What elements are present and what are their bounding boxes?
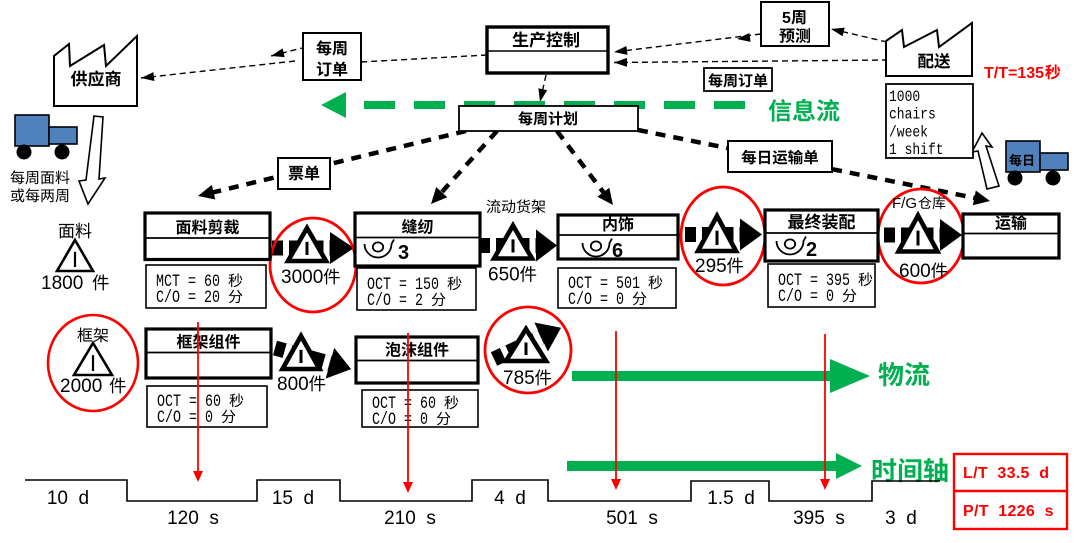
svg-text:OCT = 501: OCT = 501 <box>568 273 640 293</box>
svg-text:P/T 1226 s: P/T 1226 s <box>963 503 1054 520</box>
svg-text:3: 3 <box>398 242 409 264</box>
svg-text:/week: /week <box>889 124 928 142</box>
svg-text:1 shift: 1 shift <box>889 142 944 160</box>
svg-text:C/O = 0: C/O = 0 <box>568 289 624 309</box>
svg-text:210 s: 210 s <box>384 508 436 529</box>
svg-text:10 d: 10 d <box>47 488 89 509</box>
svg-text:800: 800 <box>277 374 309 395</box>
svg-text:chairs: chairs <box>889 107 936 125</box>
svg-text:6: 6 <box>612 240 623 262</box>
svg-text:F/G: F/G <box>892 195 917 212</box>
svg-text:2: 2 <box>806 239 817 261</box>
svg-text:501 s: 501 s <box>606 508 658 529</box>
svg-text:C/O = 0: C/O = 0 <box>157 407 213 427</box>
svg-text:3 d: 3 d <box>885 508 917 529</box>
svg-text:295: 295 <box>695 256 727 277</box>
svg-text:1000: 1000 <box>889 89 920 107</box>
svg-text:C/O = 20: C/O = 20 <box>156 287 220 307</box>
svg-text:785: 785 <box>503 368 535 389</box>
svg-text:OCT = 60: OCT = 60 <box>157 391 221 411</box>
svg-text:15 d: 15 d <box>272 488 314 509</box>
svg-text:MCT = 60: MCT = 60 <box>156 271 220 291</box>
svg-text:4 d: 4 d <box>494 488 526 509</box>
svg-text:120 s: 120 s <box>167 508 219 529</box>
svg-text:L/T 33.5 d: L/T 33.5 d <box>963 465 1049 482</box>
svg-text:650: 650 <box>488 265 520 286</box>
svg-text:C/O = 0: C/O = 0 <box>778 286 834 306</box>
svg-text:3000: 3000 <box>281 267 323 288</box>
svg-text:OCT = 60: OCT = 60 <box>372 393 436 413</box>
svg-text:OCT = 395: OCT = 395 <box>778 270 850 290</box>
svg-text:2000: 2000 <box>60 376 102 397</box>
svg-text:600: 600 <box>899 261 931 282</box>
svg-text:1800: 1800 <box>41 273 83 294</box>
svg-text:395 s: 395 s <box>793 508 845 529</box>
svg-text:5: 5 <box>782 10 791 27</box>
svg-text:C/O = 2: C/O = 2 <box>367 290 423 310</box>
svg-text:1.5 d: 1.5 d <box>707 488 755 509</box>
svg-text:T/T=135: T/T=135 <box>984 65 1044 82</box>
svg-text:C/O = 0: C/O = 0 <box>372 409 428 429</box>
svg-text:OCT = 150: OCT = 150 <box>367 274 439 294</box>
